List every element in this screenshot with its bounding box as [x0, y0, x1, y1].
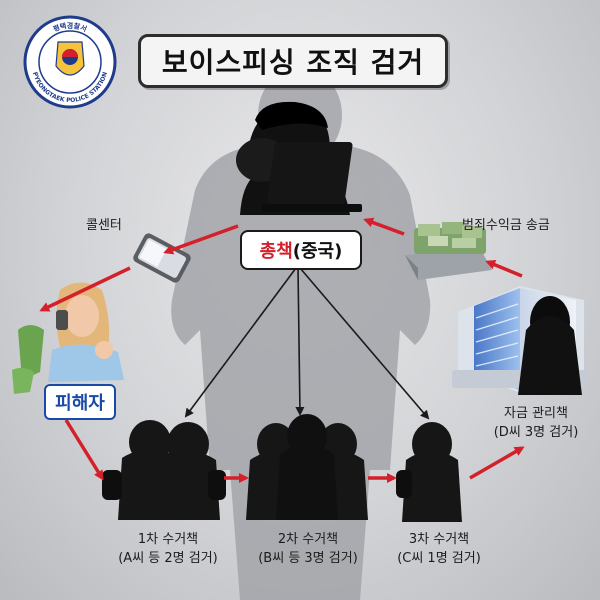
money-case-icon — [405, 222, 492, 280]
boss-figure — [236, 101, 362, 215]
collectors-group-2 — [246, 414, 368, 520]
collector-3-caption: 3차 수거책 (C씨 1명 검거) — [376, 530, 502, 568]
collector-3-count: (C씨 1명 검거) — [397, 551, 481, 566]
manager-figure — [518, 296, 582, 395]
collector-3-role: 3차 수거책 — [408, 532, 470, 547]
police-emblem: 평택경찰서 PYEONGTAEK POLICE STATION — [23, 15, 117, 109]
victim-label: 피해자 — [44, 384, 116, 420]
command-arrows — [184, 267, 430, 420]
boss-label: 총책(중국) — [240, 230, 362, 270]
manager-caption: 자금 관리책 (D씨 3명 검거) — [476, 404, 596, 442]
phone-icon — [133, 233, 191, 283]
manager-caption-role: 자금 관리책 — [504, 406, 568, 421]
collector-1-count: (A씨 등 2명 검거) — [118, 551, 218, 566]
call-center-label: 콜센터 — [86, 218, 122, 233]
collector-1-role: 1차 수거책 — [137, 532, 199, 547]
collector-2-role: 2차 수거책 — [277, 532, 339, 547]
emblem-top-text: 평택경찰서 — [52, 21, 88, 33]
collector-1-caption: 1차 수거책 (A씨 등 2명 검거) — [100, 530, 236, 568]
manager-caption-count: (D씨 3명 검거) — [493, 425, 579, 440]
collector-2-count: (B씨 등 3명 검거) — [258, 551, 358, 566]
victim-figure — [12, 282, 124, 394]
page-title: 보이스피싱 조직 검거 — [161, 46, 425, 79]
collector-2-caption: 2차 수거책 (B씨 등 3명 검거) — [240, 530, 376, 568]
collectors-group-1 — [102, 420, 226, 520]
title-box: 보이스피싱 조직 검거 — [138, 34, 448, 88]
money-transfer-label: 범죄수익금 송금 — [462, 218, 550, 233]
collector-3 — [396, 422, 462, 522]
flow-arrows — [39, 217, 525, 483]
boss-label-role: 총책 — [259, 241, 293, 262]
boss-label-country: (중국) — [292, 241, 343, 262]
